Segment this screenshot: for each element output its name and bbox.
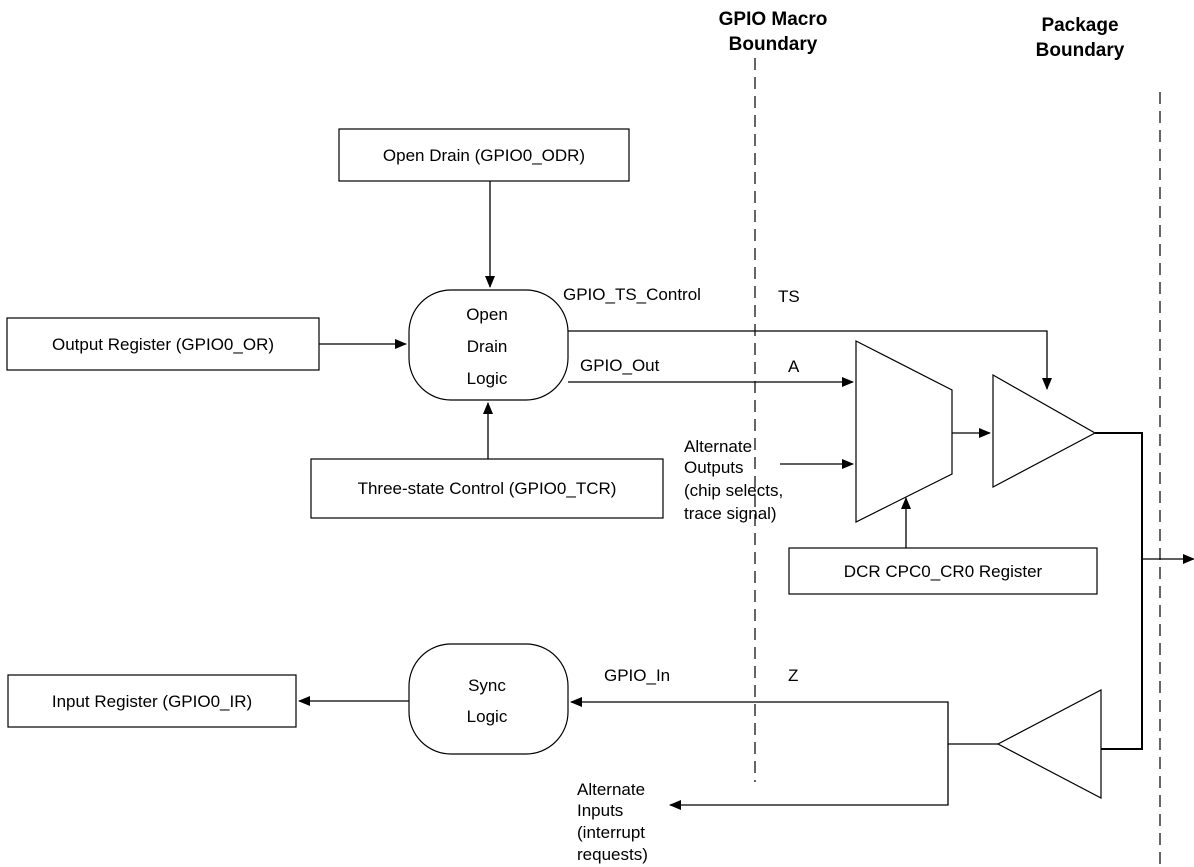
pad-wire: [1095, 432, 1143, 750]
a-label: A: [788, 357, 800, 376]
input-register-label: Input Register (GPIO0_IR): [52, 692, 252, 711]
output-register-label: Output Register (GPIO0_OR): [52, 335, 274, 354]
open-drain-logic-label-line1: Open: [466, 305, 508, 324]
package-boundary-label-line1: Package: [1041, 15, 1118, 36]
alternate-inputs-line2: Inputs: [577, 801, 623, 820]
gpio-macro-boundary-label-line1: GPIO Macro: [719, 9, 828, 30]
z-label: Z: [788, 666, 798, 685]
alternate-inputs-line4: requests): [577, 845, 648, 864]
output-driver-triangle: [992, 373, 1097, 488]
input-register-box: [7, 674, 297, 728]
package-boundary-label-line2: Boundary: [1036, 40, 1125, 61]
alternate-inputs-line3: (interrupt: [577, 823, 645, 842]
sync-logic-label-line2: Logic: [467, 707, 508, 726]
ts-control-wire: [568, 330, 1052, 390]
gpio-macro-boundary-label-line2: Boundary: [729, 34, 818, 55]
multiplexer: [855, 340, 953, 523]
sync-logic-label-line1: Sync: [468, 676, 506, 695]
three-state-control-box: [310, 458, 664, 519]
open-drain-register-box: [338, 128, 630, 182]
open-drain-logic-label-line3: Logic: [467, 369, 508, 388]
gpio-in-label: GPIO_In: [604, 666, 670, 685]
alternate-outputs-line4: trace signal): [684, 504, 777, 523]
sync-logic-block: [408, 643, 569, 755]
alternate-inputs-line1: Alternate: [577, 780, 645, 799]
alternate-outputs-line2: Outputs: [684, 458, 744, 477]
open-drain-logic-label-line2: Drain: [467, 337, 508, 356]
alternate-inputs-wire: [669, 744, 949, 810]
input-receiver-triangle: [996, 689, 1102, 799]
dcr-register-box: [788, 547, 1098, 595]
three-state-control-label: Three-state Control (GPIO0_TCR): [358, 479, 617, 498]
gpio-out-label: GPIO_Out: [580, 356, 660, 375]
open-drain-logic-block: [408, 289, 569, 401]
output-register-box: [6, 317, 320, 371]
dcr-register-label: DCR CPC0_CR0 Register: [844, 562, 1043, 581]
alternate-outputs-line1: Alternate: [684, 437, 752, 456]
gpio-in-wire: [570, 697, 998, 745]
ts-label: TS: [778, 287, 800, 306]
gpio-ts-control-label: GPIO_TS_Control: [563, 285, 701, 304]
open-drain-register-label: Open Drain (GPIO0_ODR): [383, 146, 585, 165]
alternate-outputs-line3: (chip selects,: [684, 481, 783, 500]
